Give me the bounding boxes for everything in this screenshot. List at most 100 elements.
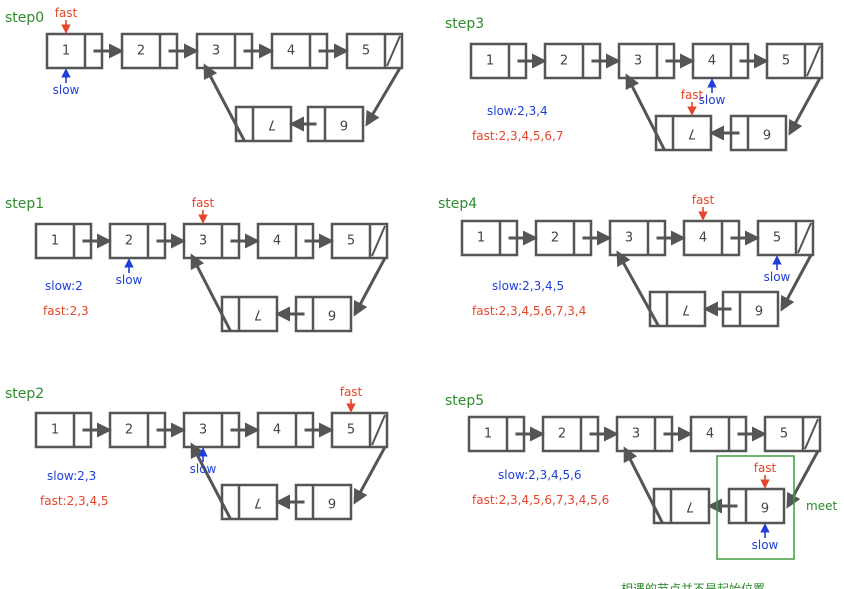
node-value: 4: [287, 44, 295, 59]
fast-label: fast: [192, 196, 215, 210]
list-node-3: 3: [195, 32, 254, 70]
slow-label: slow: [699, 93, 726, 107]
node-value: 1: [477, 231, 485, 246]
null-slash: [797, 222, 812, 254]
list-node-7: 7: [652, 487, 711, 525]
edge-7-3: [625, 73, 666, 151]
node-value: 5: [773, 231, 781, 246]
fast-label: fast: [692, 193, 715, 207]
slow-label: slow: [53, 83, 80, 97]
node-value: 7: [682, 302, 690, 317]
node-value: 6: [340, 117, 348, 132]
node-value: 7: [254, 307, 262, 322]
list-node-1: 1: [34, 222, 93, 260]
node-value: 3: [199, 234, 207, 249]
node-value: 5: [347, 423, 355, 438]
list-node-4: 4: [689, 415, 748, 453]
node-value: 5: [362, 44, 370, 59]
node-value: 4: [273, 423, 281, 438]
null-slash: [806, 45, 821, 77]
step-title: step0: [5, 10, 44, 26]
slow-label: slow: [752, 538, 779, 552]
node-box: [294, 483, 353, 521]
list-node-1: 1: [460, 219, 519, 257]
node-value: 2: [125, 423, 133, 438]
step-title: step2: [5, 386, 44, 402]
node-box: [294, 295, 353, 333]
node-value: 7: [268, 117, 276, 132]
node-value: 1: [486, 54, 494, 69]
null-slash: [386, 35, 401, 67]
node-box: [234, 105, 293, 143]
list-node-5: 5: [330, 411, 389, 449]
null-slash: [804, 418, 819, 450]
fast-pointer: fast: [754, 461, 777, 489]
node-box: [652, 487, 711, 525]
list-node-7: 7: [654, 114, 713, 152]
node-box: [615, 415, 674, 453]
list-node-7: 7: [220, 483, 279, 521]
list-node-5: 5: [763, 415, 822, 453]
node-value: 4: [708, 54, 716, 69]
edge-7-3: [623, 446, 664, 524]
node-value: 6: [755, 302, 763, 317]
node-box: [467, 415, 526, 453]
step-title: step5: [445, 393, 484, 409]
edge-5-6: [780, 254, 813, 312]
slow-pointer: slow: [116, 258, 143, 287]
node-value: 2: [551, 231, 559, 246]
fast-label: fast: [681, 88, 704, 102]
node-value: 2: [560, 54, 568, 69]
list-node-4: 4: [256, 411, 315, 449]
edge-5-6: [353, 446, 387, 505]
list-node-2: 2: [534, 219, 593, 257]
node-value: 7: [686, 499, 694, 514]
fast-pointer: fast: [340, 385, 363, 413]
slow-label: slow: [116, 273, 143, 287]
list-node-2: 2: [543, 42, 602, 80]
list-node-7: 7: [234, 105, 293, 143]
node-value: 4: [706, 427, 714, 442]
slow-visited-text: slow:2: [45, 279, 83, 293]
edge-5-6: [353, 257, 387, 317]
node-value: 2: [125, 234, 133, 249]
list-node-6: 6: [294, 483, 353, 521]
node-box: [220, 295, 279, 333]
node-value: 6: [328, 495, 336, 510]
node-value: 3: [625, 231, 633, 246]
slow-visited-text: slow:2,3,4,5: [492, 279, 564, 293]
edge-5-6: [365, 67, 402, 127]
list-node-6: 6: [727, 487, 786, 525]
list-node-3: 3: [615, 415, 674, 453]
null-slash: [371, 414, 386, 446]
list-node-6: 6: [306, 105, 365, 143]
slow-visited-text: slow:2,3: [47, 469, 96, 483]
node-box: [460, 219, 519, 257]
list-node-6: 6: [294, 295, 353, 333]
node-box: [654, 114, 713, 152]
node-value: 5: [347, 234, 355, 249]
list-node-5: 5: [756, 219, 815, 257]
edge-7-3: [190, 253, 232, 332]
fast-visited-text: fast:2,3,4,5: [40, 494, 109, 508]
slow-label: slow: [764, 270, 791, 284]
null-slash: [371, 225, 386, 257]
meet-box: [716, 455, 795, 560]
list-node-6: 6: [729, 114, 788, 152]
node-box: [330, 411, 389, 449]
slow-pointer: slow: [53, 68, 80, 97]
node-box: [306, 105, 365, 143]
slow-visited-text: slow:2,3,4,5,6: [498, 468, 582, 482]
list-node-7: 7: [220, 295, 279, 333]
list-node-7: 7: [648, 290, 707, 328]
fast-pointer: fast: [192, 196, 215, 224]
node-box: [727, 487, 786, 525]
node-box: [648, 290, 707, 328]
node-value: 4: [699, 231, 707, 246]
